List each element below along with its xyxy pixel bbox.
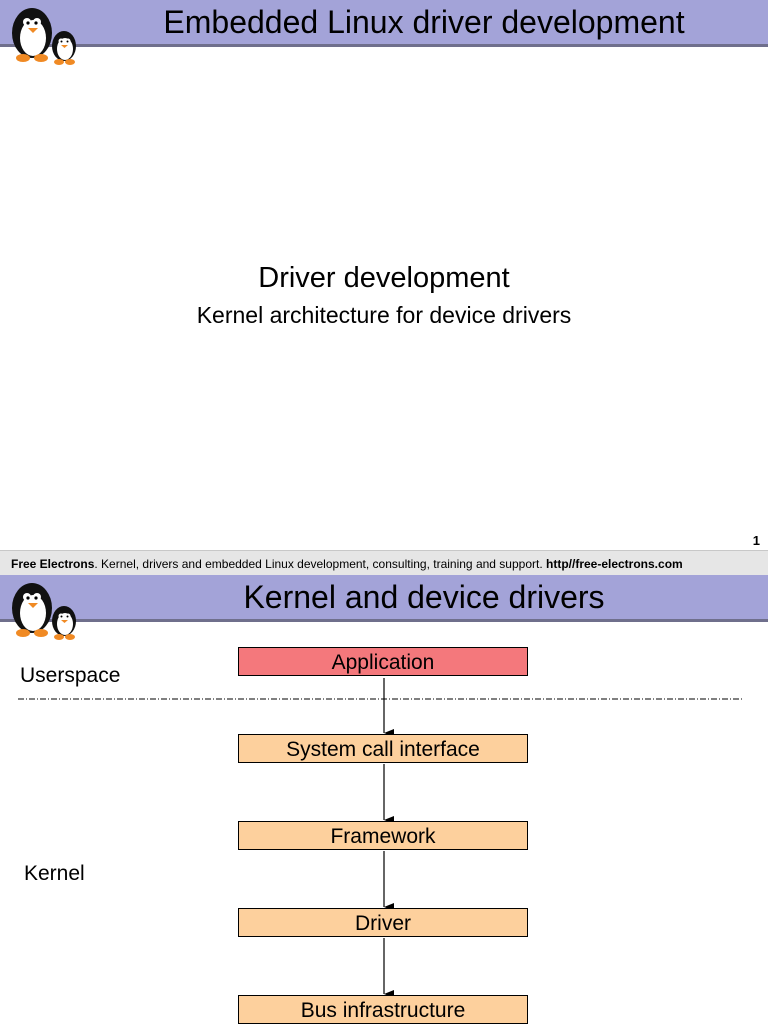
slide-header: Embedded Linux driver development <box>0 0 768 47</box>
framework-box: Framework <box>238 821 528 850</box>
footer-bar: Free Electrons. Kernel, drivers and embe… <box>0 550 768 577</box>
section-title: Driver development <box>258 262 510 294</box>
bus-infrastructure-box: Bus infrastructure <box>238 995 528 1024</box>
page-number: 1 <box>752 533 760 548</box>
header-title: Embedded Linux driver development <box>163 4 685 40</box>
slide-header: Kernel and device drivers <box>0 575 768 622</box>
header-title: Kernel and device drivers <box>243 579 605 615</box>
footer-text: Free Electrons. Kernel, drivers and embe… <box>0 551 768 577</box>
section-subtitle: Kernel architecture for device drivers <box>196 302 572 328</box>
driver-box: Driver <box>238 908 528 937</box>
penguin-logo-icon <box>12 583 76 640</box>
userspace-label: Userspace <box>20 664 121 687</box>
kernel-label: Kernel <box>24 862 85 885</box>
system-call-interface-box: System call interface <box>238 734 528 763</box>
footer-company: Free Electrons <box>11 557 95 571</box>
footer-description: . Kernel, drivers and embedded Linux dev… <box>94 557 546 571</box>
footer-url[interactable]: http//free-electrons.com <box>546 557 683 571</box>
application-box: Application <box>238 647 528 676</box>
penguin-logo-icon <box>12 8 76 65</box>
